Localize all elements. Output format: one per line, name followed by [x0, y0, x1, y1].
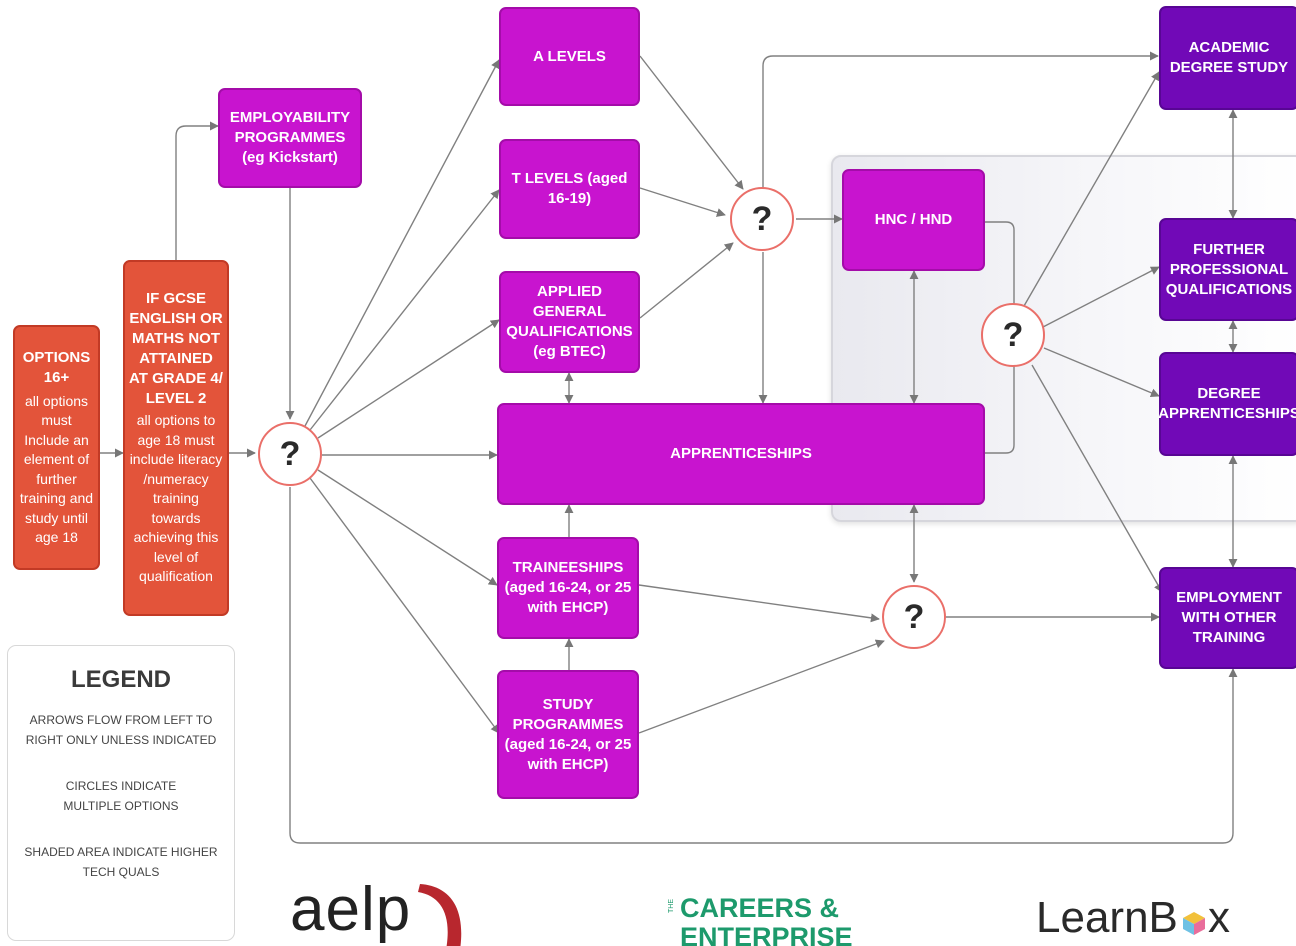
choice-circle-main: ?: [258, 422, 322, 486]
arrow-traineeships-to-choice4: [638, 584, 880, 623]
arrow-applied-to-choice2: [639, 242, 734, 319]
careers-enterprise-logo: THE CAREERS & ENTERPRISE: [668, 893, 868, 946]
learnbox-wordmark-end: x: [1208, 893, 1230, 942]
choice-circle-post-levels: ?: [730, 187, 794, 251]
choice-circle-higher-tech: ?: [981, 303, 1045, 367]
study-programmes-box: STUDY PROGRAMMES (aged 16-24, or 25 with…: [497, 670, 639, 799]
options-16-title: OPTIONS 16+: [22, 348, 91, 386]
arrow-alevels-to-choice2: [639, 55, 744, 190]
gcse-condition-title: IF GCSE ENGLISH OR MATHS NOT ATTAINED AT…: [129, 290, 223, 408]
careers-line1: CAREERS &: [680, 893, 840, 923]
arrow-choice-to-applied: [317, 319, 500, 439]
aelp-swoosh-icon: [418, 884, 462, 946]
aelp-logo: aelp: [290, 880, 480, 946]
traineeships-box: TRAINEESHIPS (aged 16-24, or 25 with EHC…: [497, 537, 639, 639]
careers-prefix: THE: [668, 899, 675, 913]
arrow-choice-to-tlevels: [309, 189, 500, 431]
options-16-box: OPTIONS 16+ all options must Include an …: [13, 325, 100, 570]
employment-with-other-training-box: EMPLOYMENT WITH OTHER TRAINING: [1159, 567, 1296, 669]
apprenticeships-box: APPRENTICESHIPS: [497, 403, 985, 505]
arrow-choice-to-employment: [289, 487, 1238, 844]
legend-item-circles: CIRCLES INDICATE MULTIPLE OPTIONS: [63, 779, 179, 813]
legend-panel: LEGEND ARROWS FLOW FROM LEFT TO RIGHT ON…: [7, 645, 235, 941]
learnbox-logo: LearnB x: [1036, 893, 1236, 946]
t-levels-box: T LEVELS (aged 16-19): [499, 139, 640, 239]
learnbox-wordmark: LearnB: [1036, 893, 1178, 942]
hnc-hnd-box: HNC / HND: [842, 169, 985, 271]
careers-line2: ENTERPRISE: [680, 922, 853, 946]
employability-programmes-box: EMPLOYABILITY PROGRAMMES (eg Kickstart): [218, 88, 362, 188]
arrow-study-to-choice4: [638, 639, 885, 734]
learnbox-cube-icon: [1183, 912, 1205, 935]
options-16-text: all options must Include an element of f…: [19, 392, 94, 546]
a-levels-box: A LEVELS: [499, 7, 640, 106]
arrow-tlevels-to-choice2: [639, 187, 726, 217]
gcse-condition-box: IF GCSE ENGLISH OR MATHS NOT ATTAINED AT…: [123, 260, 229, 616]
arrow-choice-to-study: [309, 477, 500, 734]
choice-circle-traineeship: ?: [882, 585, 946, 649]
legend-item-shaded: SHADED AREA INDICATE HIGHER TECH QUALS: [24, 845, 218, 879]
arrow-gcse-to-employability: [175, 121, 219, 260]
arrow-choice-to-traineeships: [317, 469, 498, 586]
degree-apprenticeships-box: DEGREE APPRENTICESHIPS: [1158, 352, 1296, 456]
gcse-condition-text: all options to age 18 must include liter…: [129, 412, 223, 585]
legend-title: LEGEND: [70, 666, 171, 693]
legend-item-arrows: ARROWS FLOW FROM LEFT TO RIGHT ONLY UNLE…: [25, 713, 217, 747]
further-professional-qualifications-box: FURTHER PROFESSIONAL QUALIFICATIONS: [1159, 218, 1296, 321]
applied-general-qualifications-box: APPLIED GENERAL QUALIFICATIONS (eg BTEC): [499, 271, 640, 373]
aelp-wordmark: aelp: [290, 880, 412, 944]
academic-degree-study-box: ACADEMIC DEGREE STUDY: [1159, 6, 1296, 110]
